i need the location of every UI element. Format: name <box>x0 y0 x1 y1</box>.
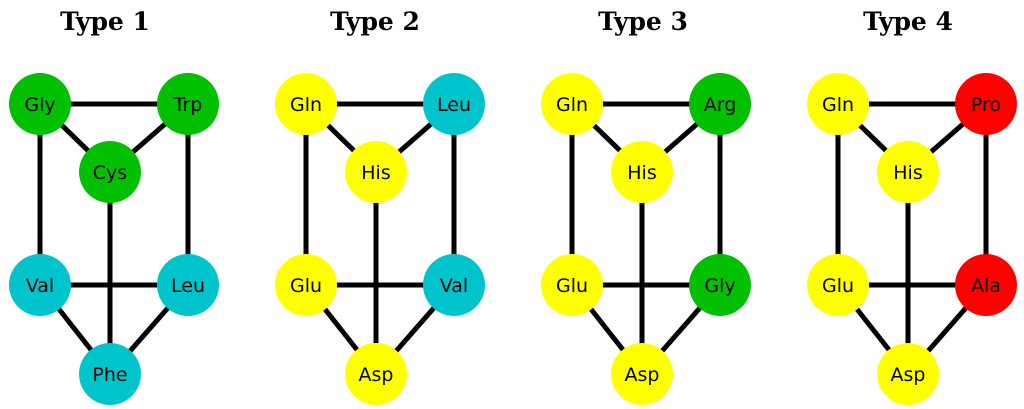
node-gln: Gln <box>275 73 337 135</box>
panel-title: Type 2 <box>330 7 420 36</box>
node-glu: Glu <box>275 254 337 316</box>
node-label: Cys <box>93 162 127 184</box>
node-glu: Glu <box>541 254 603 316</box>
node-label: Gln <box>556 94 588 116</box>
node-circle <box>611 141 673 203</box>
node-label: Gln <box>822 94 854 116</box>
node-label: Gly <box>704 275 735 297</box>
node-circle <box>345 343 407 405</box>
node-circle <box>345 141 407 203</box>
panel-title: Type 4 <box>863 7 953 36</box>
node-label: Gln <box>290 94 322 116</box>
node-circle <box>79 343 141 405</box>
node-gln: Gln <box>807 73 869 135</box>
node-arg: Arg <box>689 73 751 135</box>
node-label: His <box>627 162 656 184</box>
node-trp: Trp <box>157 73 219 135</box>
node-label: Val <box>440 275 468 297</box>
node-label: Glu <box>556 275 588 297</box>
node-label: His <box>893 162 922 184</box>
node-label: Glu <box>290 275 322 297</box>
node-circle <box>877 343 939 405</box>
node-cys: Cys <box>79 141 141 203</box>
node-asp: Asp <box>611 343 673 405</box>
node-leu: Leu <box>157 254 219 316</box>
node-gly: Gly <box>9 73 71 135</box>
node-val: Val <box>9 254 71 316</box>
node-circle <box>689 73 751 135</box>
node-circle <box>541 73 603 135</box>
node-circle <box>157 254 219 316</box>
node-circle <box>9 73 71 135</box>
node-label: Phe <box>92 364 127 386</box>
node-leu: Leu <box>423 73 485 135</box>
node-label: Val <box>26 275 54 297</box>
node-label: Asp <box>625 364 660 386</box>
node-label: Glu <box>822 275 854 297</box>
panel-title: Type 3 <box>598 7 688 36</box>
node-pro: Pro <box>955 73 1017 135</box>
node-circle <box>275 73 337 135</box>
node-his: His <box>345 141 407 203</box>
node-circle <box>423 73 485 135</box>
node-circle <box>955 73 1017 135</box>
node-circle <box>541 254 603 316</box>
node-circle <box>689 254 751 316</box>
node-circle <box>807 73 869 135</box>
node-val: Val <box>423 254 485 316</box>
node-label: Pro <box>971 94 1001 116</box>
node-circle <box>9 254 71 316</box>
node-glu: Glu <box>807 254 869 316</box>
node-label: His <box>361 162 390 184</box>
node-circle <box>877 141 939 203</box>
node-circle <box>807 254 869 316</box>
node-circle <box>423 254 485 316</box>
node-label: Asp <box>359 364 394 386</box>
node-label: Ala <box>971 275 1001 297</box>
node-label: Leu <box>437 94 471 116</box>
node-label: Leu <box>171 275 205 297</box>
node-gly: Gly <box>689 254 751 316</box>
node-label: Arg <box>704 94 737 116</box>
node-label: Asp <box>891 364 926 386</box>
node-circle <box>955 254 1017 316</box>
node-asp: Asp <box>345 343 407 405</box>
node-his: His <box>877 141 939 203</box>
node-circle <box>157 73 219 135</box>
node-asp: Asp <box>877 343 939 405</box>
node-his: His <box>611 141 673 203</box>
node-label: Trp <box>173 94 203 116</box>
panel-title: Type 1 <box>60 7 150 36</box>
node-circle <box>611 343 673 405</box>
node-circle <box>79 141 141 203</box>
node-label: Gly <box>24 94 55 116</box>
node-gln: Gln <box>541 73 603 135</box>
node-ala: Ala <box>955 254 1017 316</box>
node-phe: Phe <box>79 343 141 405</box>
node-circle <box>275 254 337 316</box>
